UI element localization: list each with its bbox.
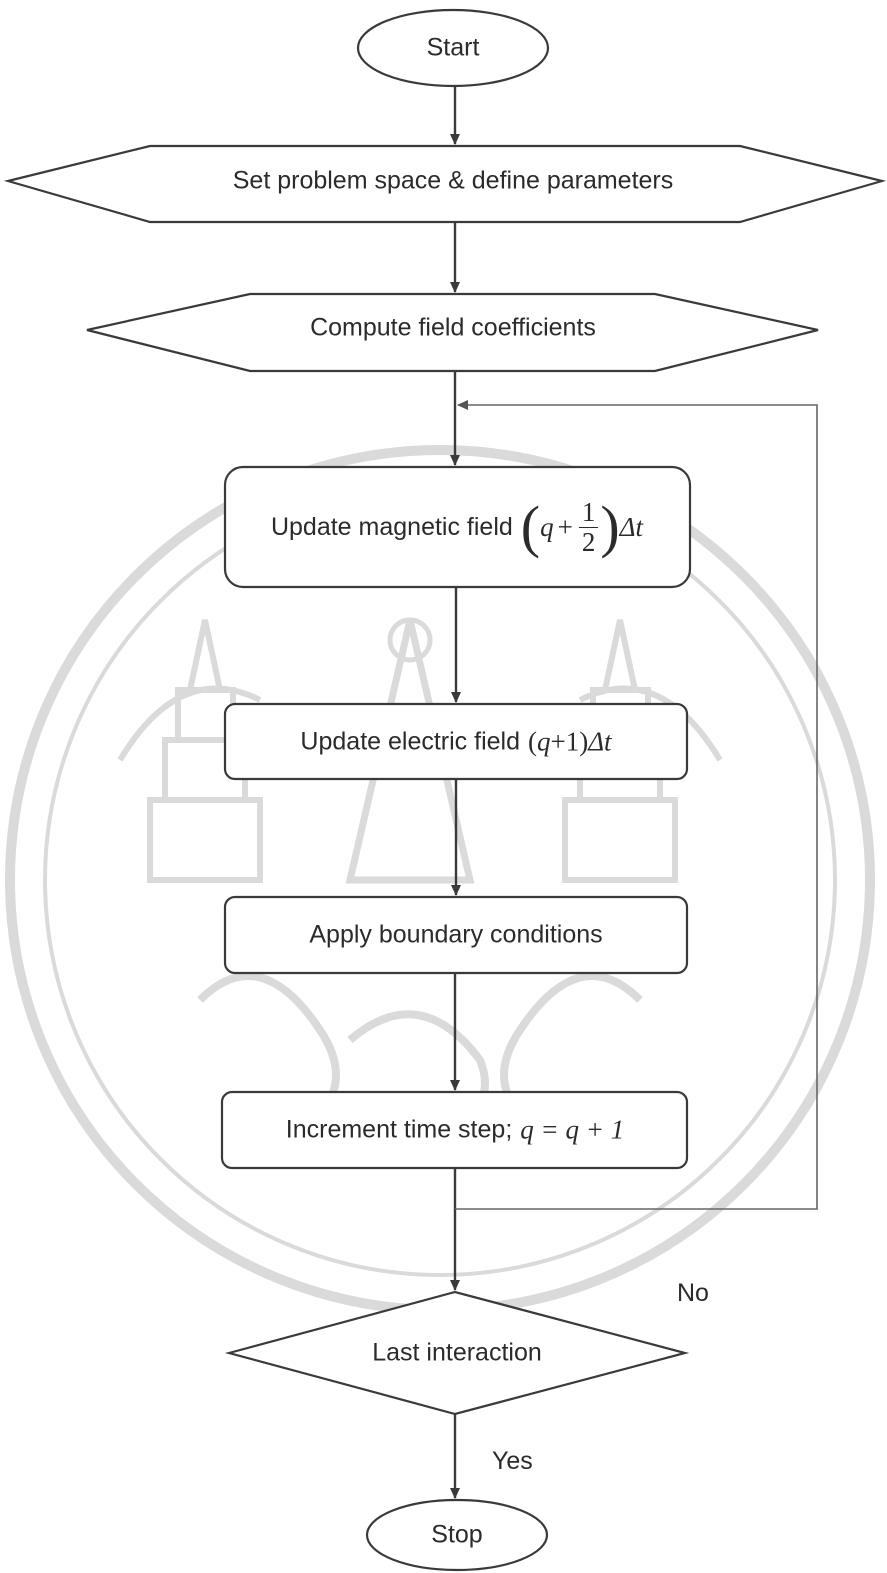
increment-math: q = q + 1: [520, 1114, 625, 1145]
magnetic-fraction: 1 2: [578, 498, 599, 557]
decision-label: Last interaction: [372, 1338, 542, 1367]
stop-terminal: [365, 1498, 549, 1572]
increment-text: Increment time step;: [285, 1115, 513, 1144]
setup-hexagon: [3, 144, 887, 224]
electric-math-tail: Δt: [588, 726, 612, 757]
electric-math-expression: (q+1)Δt: [527, 726, 612, 757]
start-terminal: [356, 8, 550, 88]
increment-label: Increment time step; q = q + 1: [285, 1114, 625, 1145]
magnetic-math-expression: ( q + 1 2 ) Δt: [520, 494, 644, 559]
electric-math-open: (: [527, 726, 537, 757]
electric-math-var: q: [536, 726, 551, 757]
magnetic-math-tail: Δt: [619, 511, 644, 542]
electric-math-rest: +1): [550, 726, 589, 757]
magnetic-math-var: q: [540, 511, 554, 542]
update-electric-text: Update electric field: [300, 727, 520, 756]
no-branch-label: No: [677, 1279, 709, 1307]
update-magnetic-label: Update magnetic field ( q + 1 2 ) Δt: [271, 498, 643, 556]
stop-label: Stop: [431, 1520, 483, 1549]
loop-back-path: [455, 400, 818, 1210]
coefficients-label: Compute field coefficients: [310, 313, 596, 342]
start-label: Start: [426, 33, 480, 62]
setup-label: Set problem space & define parameters: [232, 166, 674, 195]
magnetic-frac-num: 1: [578, 498, 599, 528]
update-magnetic-text: Update magnetic field: [270, 512, 513, 541]
yes-branch-label: Yes: [492, 1447, 533, 1475]
boundary-label: Apply boundary conditions: [309, 920, 603, 949]
update-electric-label: Update electric field (q+1)Δt: [300, 726, 612, 757]
magnetic-frac-den: 2: [581, 526, 596, 557]
coefficients-hexagon: [86, 292, 819, 373]
update-magnetic-box: [223, 465, 692, 589]
decision-diamond: [224, 1290, 690, 1416]
magnetic-math-op: +: [557, 511, 573, 542]
